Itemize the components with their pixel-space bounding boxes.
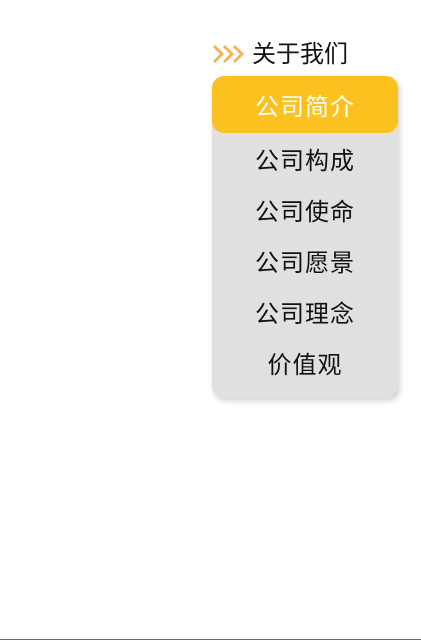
menu-item-company-philosophy[interactable]: 公司理念 xyxy=(212,286,398,337)
bottom-divider xyxy=(0,639,421,640)
menu-item-company-vision[interactable]: 公司愿景 xyxy=(212,235,398,286)
menu-item-label: 公司愿景 xyxy=(255,249,355,277)
menu-item-company-structure[interactable]: 公司构成 xyxy=(212,133,398,184)
menu-item-label: 公司理念 xyxy=(255,300,355,328)
section-title: 关于我们 xyxy=(252,40,348,68)
menu-item-company-intro[interactable]: 公司简介 xyxy=(212,76,398,133)
triple-chevron-right-icon xyxy=(212,44,245,64)
menu-item-values[interactable]: 价值观 xyxy=(212,337,398,388)
side-menu: 公司简介 公司构成 公司使命 公司愿景 公司理念 价值观 xyxy=(212,76,398,398)
menu-item-label: 公司构成 xyxy=(255,147,355,175)
menu-item-label: 公司使命 xyxy=(255,198,355,226)
menu-item-label: 价值观 xyxy=(267,351,343,379)
menu-item-label: 公司简介 xyxy=(255,93,355,121)
menu-item-company-mission[interactable]: 公司使命 xyxy=(212,184,398,235)
section-header: 关于我们 xyxy=(212,38,348,70)
